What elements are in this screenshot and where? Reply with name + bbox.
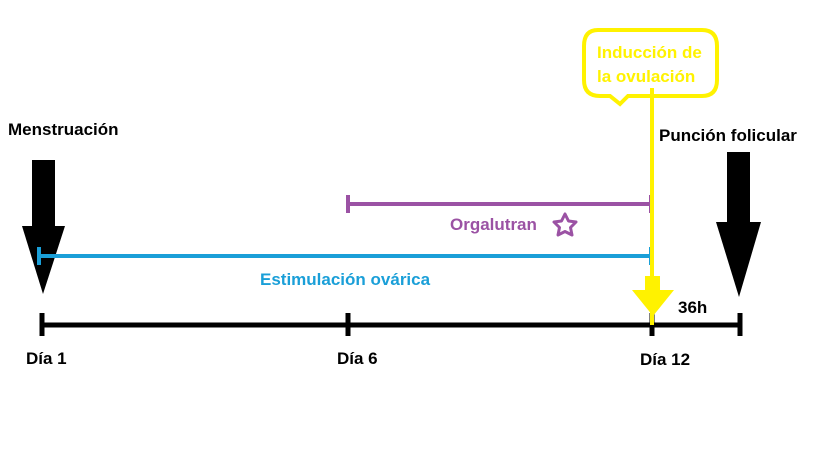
puncion-arrow-icon bbox=[716, 152, 761, 297]
induccion-label-line2: la ovulación bbox=[597, 67, 695, 86]
induccion-label-line1: Inducción de bbox=[597, 43, 702, 62]
hours-label: 36h bbox=[678, 298, 707, 317]
callout-bubble bbox=[582, 28, 719, 107]
estimulacion-label: Estimulación ovárica bbox=[260, 270, 431, 289]
induccion-arrow-icon bbox=[632, 276, 674, 316]
induccion-callout bbox=[582, 28, 719, 107]
orgalutran-bar bbox=[346, 195, 653, 213]
menstruacion-arrow-icon bbox=[22, 160, 65, 294]
orgalutran-label: Orgalutran bbox=[450, 215, 537, 234]
puncion-label: Punción folicular bbox=[659, 126, 797, 145]
tick-label-day-6: Día 6 bbox=[337, 349, 378, 368]
tick-label-day-12: Día 12 bbox=[640, 350, 690, 369]
timeline-axis bbox=[39, 313, 743, 336]
estimulacion-bar bbox=[37, 247, 653, 265]
menstruacion-label: Menstruación bbox=[8, 120, 119, 139]
star-icon bbox=[552, 212, 578, 237]
tick-label-day-1: Día 1 bbox=[26, 349, 67, 368]
